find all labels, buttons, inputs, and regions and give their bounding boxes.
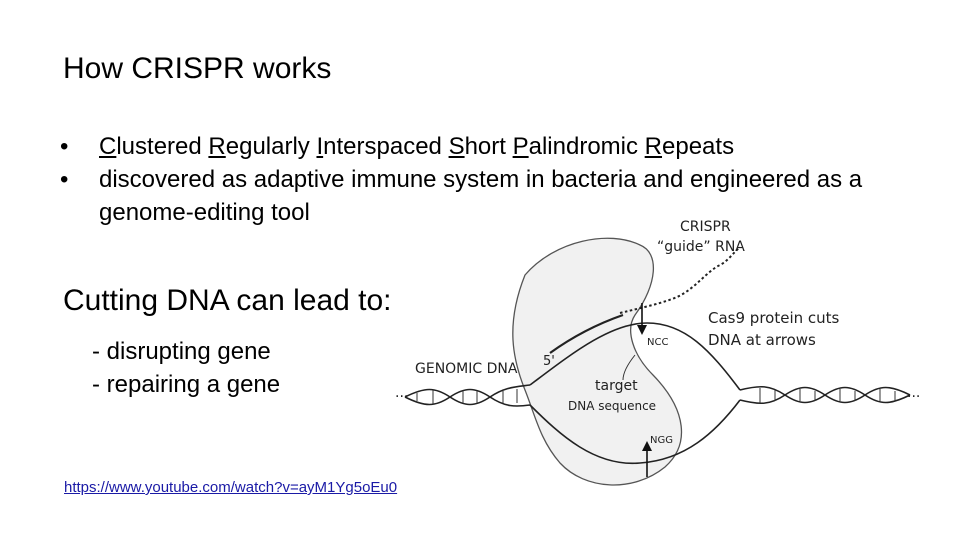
cut-arrow-bottom-head	[642, 441, 652, 451]
bullet-list: • Clustered Regularly Interspaced Short …	[60, 130, 880, 229]
dna-strand-upper	[529, 322, 741, 391]
dna-end-dots-left: ···	[395, 389, 408, 405]
dna-end-dots-right: ···	[907, 389, 920, 405]
label-genomic-dna: GENOMIC DNA	[415, 361, 518, 377]
dna-strand-left-bottom	[404, 388, 531, 407]
cut-arrow-top-head	[637, 325, 647, 335]
label-five-prime: 5'	[543, 354, 555, 369]
label-target-line1: target	[595, 378, 638, 394]
dna-rungs	[416, 388, 896, 404]
label-target-line2: DNA sequence	[568, 399, 656, 413]
label-crispr: CRISPR	[680, 219, 731, 235]
effect-item: - disrupting gene	[92, 338, 271, 365]
crispr-diagram: ··· ··· CRISPR “guide” RNA Cas9 protein …	[395, 219, 920, 486]
label-cas9-line1: Cas9 protein cuts	[708, 309, 840, 327]
video-link[interactable]: https://www.youtube.com/watch?v=ayM1Yg5o…	[64, 479, 398, 496]
label-guide-rna: “guide” RNA	[657, 239, 745, 255]
effect-item: - repairing a gene	[92, 371, 281, 398]
label-ncc: NCC	[647, 337, 668, 348]
guide-rna-body	[549, 313, 624, 354]
slide-title: How CRISPR works	[63, 52, 332, 85]
bullet-text: discovered as adaptive immune system in …	[99, 166, 863, 226]
section-heading: Cutting DNA can lead to:	[63, 284, 392, 317]
effects-list: - disrupting gene - repairing a gene	[92, 335, 280, 401]
bullet-item: • discovered as adaptive immune system i…	[60, 163, 880, 229]
label-cas9-line2: DNA at arrows	[708, 331, 816, 349]
label-ngg: NGG	[650, 435, 673, 446]
guide-rna-strand	[619, 246, 741, 314]
bullet-dot: •	[60, 166, 69, 193]
dna-strand-left-top	[404, 384, 531, 406]
cas9-protein-shape	[512, 237, 683, 486]
bullet-item: • Clustered Regularly Interspaced Short …	[60, 130, 880, 163]
bullet-text: Clustered Regularly Interspaced Short Pa…	[99, 133, 735, 160]
dna-strand-right-bottom	[739, 386, 911, 405]
dna-strand-lower	[529, 399, 741, 465]
bullet-dot: •	[60, 133, 69, 160]
target-pointer	[622, 354, 636, 381]
